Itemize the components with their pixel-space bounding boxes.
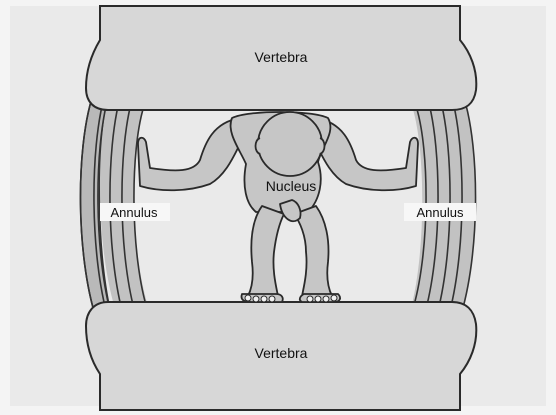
vertebra-top-label: Vertebra (255, 49, 308, 65)
nucleus-label: Nucleus (266, 178, 317, 194)
annulus-right-label: Annulus (417, 205, 464, 220)
vertebra-bottom-label: Vertebra (255, 345, 308, 361)
annulus-left-label: Annulus (111, 205, 158, 220)
